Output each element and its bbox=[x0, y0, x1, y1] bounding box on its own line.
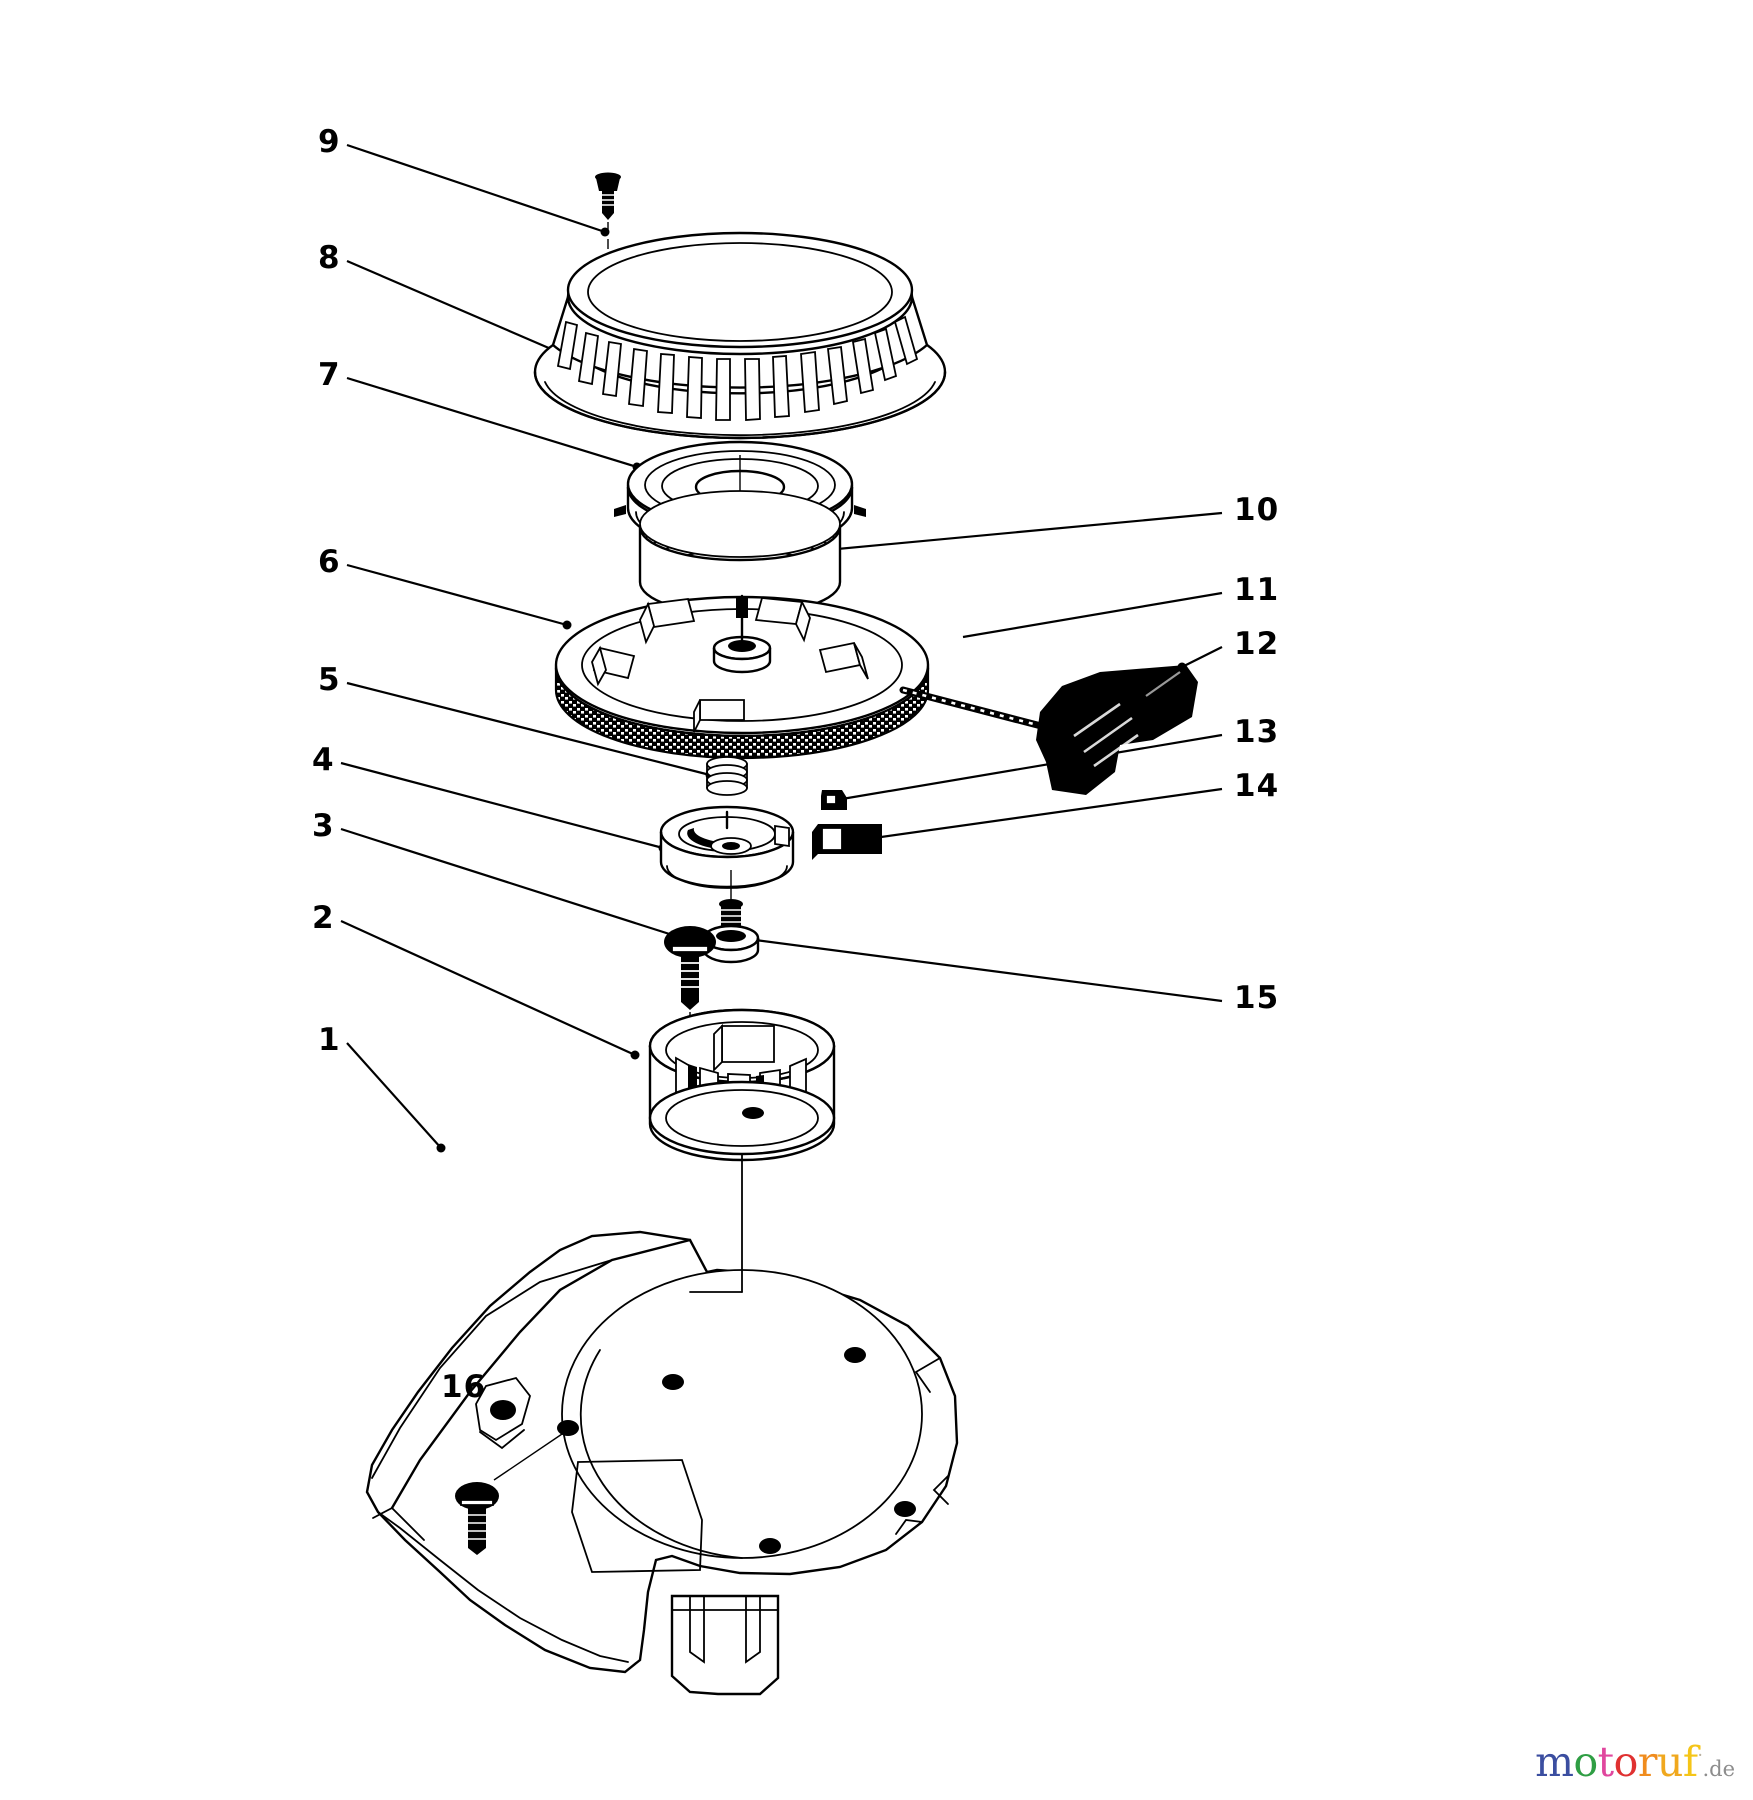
leader-8 bbox=[346, 259, 566, 357]
watermark-dot: · bbox=[1697, 1746, 1703, 1767]
leader-dot-9 bbox=[600, 227, 610, 237]
part-rope-insert bbox=[812, 824, 882, 860]
leader-2 bbox=[340, 919, 636, 1057]
callout-4: 4 bbox=[312, 742, 335, 778]
callout-16: 16 bbox=[441, 1369, 486, 1405]
part-starter-handle bbox=[1036, 665, 1198, 795]
part-recoil-rope-coil bbox=[638, 490, 842, 617]
leader-dot-1 bbox=[436, 1143, 446, 1153]
leader-15 bbox=[754, 938, 1223, 1003]
leader-5 bbox=[346, 681, 711, 777]
callout-2: 2 bbox=[312, 900, 335, 936]
watermark-letter-o2: o bbox=[1613, 1738, 1639, 1786]
callout-3: 3 bbox=[312, 808, 335, 844]
leader-3 bbox=[340, 827, 683, 940]
callout-numbers: 9 8 7 6 5 4 3 2 1 16 10 11 12 13 14 15 bbox=[312, 124, 1279, 1405]
callout-10: 10 bbox=[1234, 492, 1279, 528]
watermark-letter-o1: o bbox=[1573, 1738, 1598, 1786]
leader-6 bbox=[346, 563, 568, 627]
leader-7 bbox=[346, 376, 638, 469]
mount-hole-right bbox=[894, 1501, 916, 1517]
callout-8: 8 bbox=[318, 240, 341, 276]
reel-knurled-rim bbox=[554, 667, 930, 760]
leader-4 bbox=[340, 761, 664, 850]
watermark-letter-r: r bbox=[1637, 1738, 1658, 1786]
part-starter-cup bbox=[648, 1008, 836, 1162]
leader-10 bbox=[815, 511, 1223, 553]
part-starter-reel-housing bbox=[554, 594, 930, 760]
watermark-letter-u: u bbox=[1656, 1738, 1683, 1786]
watermark-letter-f: f bbox=[1682, 1738, 1698, 1786]
mount-hole-screw16 bbox=[557, 1420, 579, 1436]
part-brake-clutch-hub bbox=[659, 805, 795, 889]
part-coil-spring bbox=[706, 756, 748, 796]
leader-9 bbox=[346, 143, 606, 234]
part-rope-lead bbox=[899, 686, 1049, 731]
part-blower-housing bbox=[365, 1153, 959, 1696]
part-hub-bolt bbox=[702, 870, 760, 964]
part-housing-screw bbox=[455, 1431, 566, 1555]
callout-1: 1 bbox=[318, 1022, 341, 1058]
watermark-suffix: .de bbox=[1702, 1757, 1735, 1781]
callout-14: 14 bbox=[1234, 768, 1279, 804]
cover-vent-slats bbox=[556, 315, 919, 421]
callout-6: 6 bbox=[318, 544, 341, 580]
leader-13 bbox=[835, 733, 1223, 802]
part-cover-screw bbox=[595, 172, 621, 420]
leader-dot-6 bbox=[562, 620, 572, 630]
callout-5: 5 bbox=[318, 662, 341, 698]
callout-11: 11 bbox=[1234, 572, 1279, 608]
leader-11 bbox=[962, 591, 1223, 639]
callout-7: 7 bbox=[318, 357, 341, 393]
callout-12: 12 bbox=[1234, 626, 1279, 662]
part-starter-cover bbox=[533, 231, 947, 440]
watermark-letter-m: m bbox=[1535, 1738, 1574, 1786]
callout-15: 15 bbox=[1234, 980, 1279, 1016]
callout-9: 9 bbox=[318, 124, 341, 160]
reel-internal-ribs bbox=[591, 597, 869, 733]
watermark-letter-t: t bbox=[1597, 1738, 1614, 1786]
callout-13: 13 bbox=[1234, 714, 1279, 750]
leader-12 bbox=[1181, 646, 1223, 668]
part-rope-clip bbox=[821, 790, 847, 810]
mount-hole-bottom bbox=[759, 1538, 781, 1554]
watermark-motoruf: motoruf·.de bbox=[1535, 1738, 1735, 1786]
mount-hole-left bbox=[662, 1374, 684, 1390]
mount-hole-top-right bbox=[844, 1347, 866, 1363]
leader-dot-2 bbox=[630, 1050, 640, 1060]
leader-1 bbox=[346, 1042, 442, 1149]
leader-14 bbox=[873, 787, 1223, 840]
